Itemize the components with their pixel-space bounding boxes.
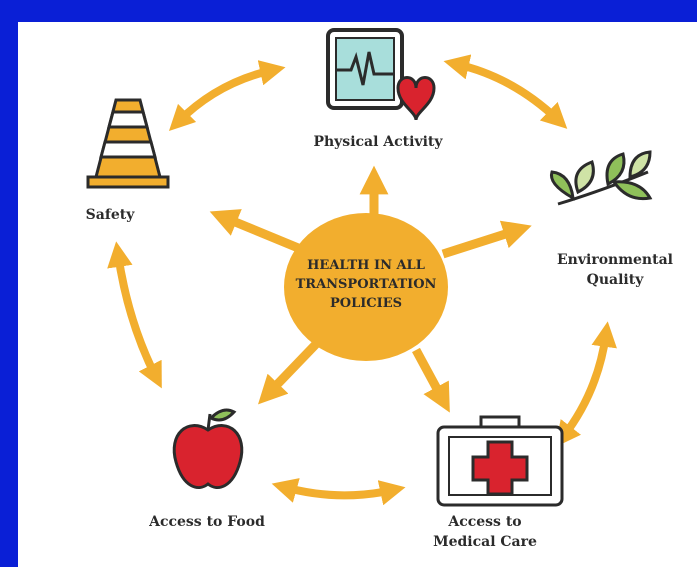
spoke-arrow-food: [258, 338, 322, 405]
center-title-line-2: TRANSPORTATION: [295, 277, 437, 292]
ring-arrow-physical-environmental: [443, 54, 568, 129]
first-aid-kit-icon: [436, 415, 564, 507]
heart-monitor-icon: [326, 28, 436, 121]
center-title-line-1: HEALTH IN ALL: [307, 258, 425, 273]
safety-label: Safety: [85, 207, 135, 223]
environmental-quality-label-line-2: Quality: [586, 272, 644, 288]
center-circle: [284, 213, 448, 361]
food-label: Access to Food: [149, 514, 265, 530]
leaf-branch-icon: [549, 150, 653, 206]
spoke-arrow-environmental-quality: [441, 220, 532, 259]
medical-care-label-line-2: Medical Care: [433, 534, 537, 550]
environmental-quality-label-line-1: Environmental: [557, 252, 673, 268]
environmental-quality-label: Environmental Quality: [540, 250, 690, 290]
medical-care-label-line-1: Access to: [448, 514, 522, 530]
ring-arrow-food-medical: [271, 478, 406, 506]
spoke-arrow-safety: [209, 209, 310, 257]
ring-arrow-environmental-medical: [555, 321, 617, 448]
apple-icon: [172, 408, 244, 489]
spoke-arrow-medical-care: [412, 347, 450, 413]
traffic-cone-icon: [86, 98, 170, 189]
health-policy-diagram: [86, 28, 653, 507]
ring-arrow-safety-physical: [168, 60, 286, 132]
center-title: HEALTH IN ALL TRANSPORTATION POLICIES: [286, 256, 446, 313]
center-title-line-3: POLICIES: [329, 296, 403, 311]
ring-arrow-safety-food: [107, 241, 162, 389]
medical-care-label: Access to Medical Care: [410, 512, 560, 552]
physical-activity-label: Physical Activity: [313, 134, 443, 150]
